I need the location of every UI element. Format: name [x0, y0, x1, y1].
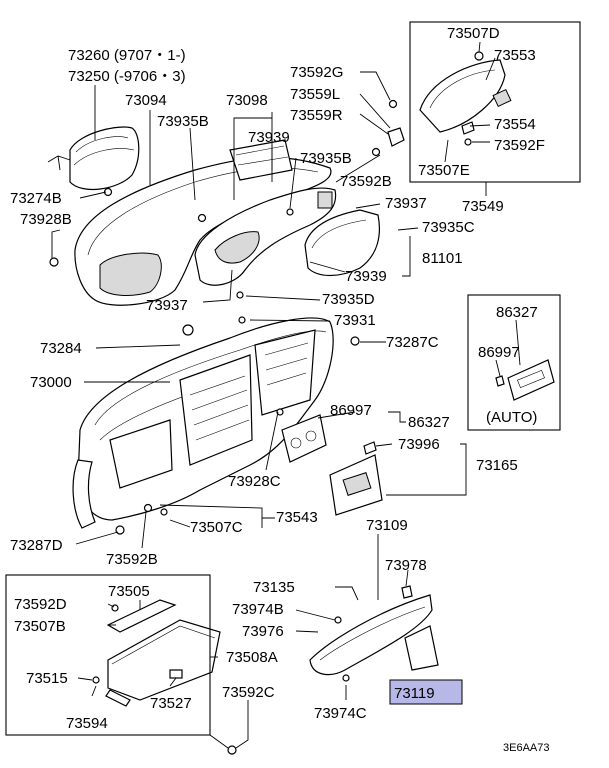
label-73508A: 73508A [226, 649, 278, 666]
label-73592C: 73592C [222, 684, 275, 701]
label-73135: 73135 [253, 579, 295, 596]
label-86997-2: 86997 [330, 402, 372, 419]
detail-box-glovebox [5, 574, 211, 736]
diagram-code: 3E6AA73 [503, 742, 549, 754]
label-73505: 73505 [108, 583, 150, 600]
label-73928C: 73928C [228, 473, 281, 490]
label-73931: 73931 [334, 312, 376, 329]
label-73996: 73996 [398, 436, 440, 453]
label-73592B-1: 73592B [340, 173, 392, 190]
label-73000: 73000 [30, 374, 72, 391]
label-73165: 73165 [476, 457, 518, 474]
label-73976: 73976 [242, 623, 284, 640]
label-73935D: 73935D [322, 291, 375, 308]
label-86327-1: 86327 [496, 304, 538, 321]
instrument-panel-part [72, 317, 360, 529]
label-73978: 73978 [385, 557, 427, 574]
detail-box-auto [467, 294, 561, 431]
label-73515: 73515 [26, 670, 68, 687]
label-73543: 73543 [276, 509, 318, 526]
label-73594: 73594 [66, 715, 108, 732]
label-73939-1: 73939 [248, 129, 290, 146]
label-73549: 73549 [462, 198, 504, 215]
auto-climate-panel-part [495, 359, 555, 401]
label-73109: 73109 [366, 517, 408, 534]
hinge-bracket-part [371, 99, 405, 157]
label-73559R: 73559R [290, 107, 343, 124]
climate-control-panel-part [281, 414, 327, 463]
label-73974B: 73974B [232, 601, 284, 618]
label-73287C: 73287C [386, 334, 439, 351]
label-73937-2: 73937 [146, 297, 188, 314]
fasteners-part [49, 187, 294, 755]
lower-cover-part [309, 585, 439, 682]
glove-box-part [105, 599, 221, 707]
label-73928B: 73928B [20, 211, 72, 228]
label-73507E: 73507E [418, 162, 470, 179]
label-73094: 73094 [125, 92, 167, 109]
label-73119: 73119 [394, 685, 435, 702]
center-bezel-part [329, 441, 383, 516]
airbag-module-part [47, 126, 140, 190]
dash-upper-panel-part [74, 139, 337, 306]
label-73559L: 73559L [290, 86, 340, 103]
label-73250: 73250 (-9706・3) [68, 68, 186, 85]
lower-trim-panel-part [304, 191, 381, 277]
label-73507C: 73507C [190, 519, 243, 536]
label-73507D: 73507D [447, 25, 500, 42]
label-73935C: 73935C [422, 219, 475, 236]
part-labels: 73260 (9707・1-) 73250 (-9706・3) 73094 73… [10, 25, 549, 754]
label-73939-2: 73939 [345, 268, 387, 285]
label-73553: 73553 [494, 47, 536, 64]
label-81101: 81101 [422, 250, 463, 267]
label-auto: (AUTO) [486, 409, 537, 426]
glovebox-light-assembly-part [419, 51, 512, 146]
label-73260: 73260 (9707・1-) [68, 47, 186, 64]
label-73592D: 73592D [14, 596, 67, 613]
label-73592F: 73592F [494, 137, 545, 154]
label-73284: 73284 [40, 340, 82, 357]
label-73592B-2: 73592B [106, 551, 158, 568]
label-73098: 73098 [226, 92, 268, 109]
leader-lines [51, 41, 521, 749]
label-73527: 73527 [150, 695, 192, 712]
label-73935B-1: 73935B [157, 113, 209, 130]
label-73937-1: 73937 [385, 195, 427, 212]
highlight-box-73119 [389, 679, 463, 705]
label-73287D: 73287D [10, 537, 63, 554]
label-73974C: 73974C [314, 705, 367, 722]
detail-box-73549 [409, 21, 581, 183]
label-73554: 73554 [494, 116, 536, 133]
label-73507B: 73507B [14, 618, 66, 635]
label-73274B: 73274B [10, 190, 62, 207]
label-73592G: 73592G [290, 64, 343, 81]
label-86997-1: 86997 [478, 344, 520, 361]
label-73935B-2: 73935B [300, 150, 352, 167]
label-86327-2: 86327 [408, 414, 450, 431]
